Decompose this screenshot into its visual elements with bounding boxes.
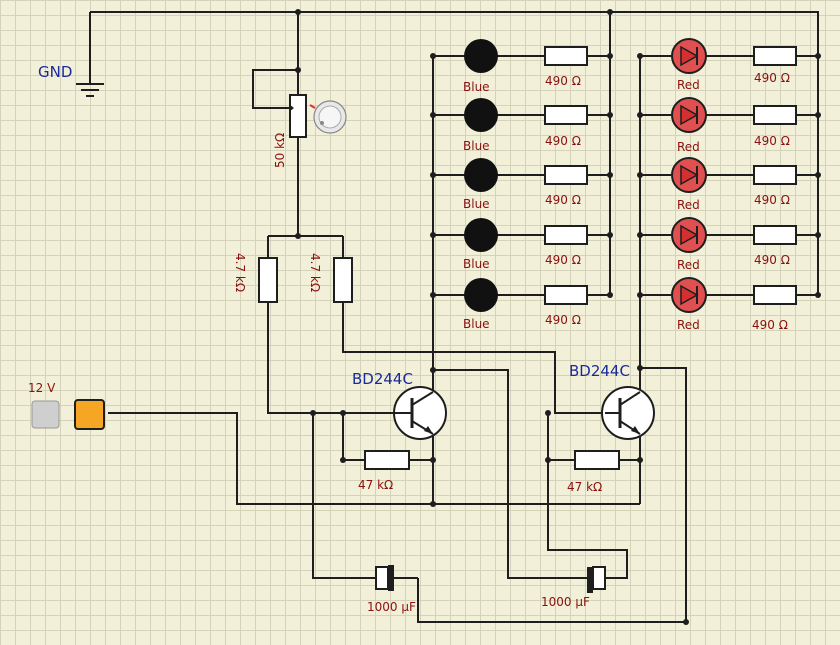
blue-led-label: Blue: [463, 80, 490, 94]
supply-switch-off[interactable]: [31, 400, 60, 429]
blue-led-column: Blue Blue Blue Blue Blue: [463, 39, 498, 331]
blue-resistor-label: 490 Ω: [545, 253, 581, 267]
ground-symbol[interactable]: [76, 78, 104, 97]
resistor-490-blue[interactable]: [544, 225, 588, 245]
blue-led[interactable]: [464, 218, 498, 252]
cap-left-label: 1000 µF: [367, 600, 416, 614]
capacitor-left[interactable]: [358, 565, 418, 591]
resistor-490-blue[interactable]: [544, 105, 588, 125]
red-led-label: Red: [677, 198, 700, 212]
blue-led[interactable]: [464, 278, 498, 312]
red-led[interactable]: [671, 38, 707, 74]
resistor-4k7-left[interactable]: [258, 257, 278, 303]
transistor-left[interactable]: [393, 386, 447, 440]
red-led[interactable]: [671, 217, 707, 253]
resistor-4k7-right[interactable]: [333, 257, 353, 303]
blue-led[interactable]: [464, 158, 498, 192]
resistor-490-red[interactable]: [753, 225, 797, 245]
red-led[interactable]: [671, 157, 707, 193]
pot-label: 50 kΩ: [273, 133, 287, 168]
blue-resistor-label: 490 Ω: [545, 313, 581, 327]
red-led-column: Red Red Red Red Red: [671, 38, 707, 332]
red-led-label: Red: [677, 140, 700, 154]
pot-knob-icon[interactable]: [309, 100, 347, 134]
blue-resistor-label: 490 Ω: [545, 74, 581, 88]
transistor-left-label: BD244C: [352, 370, 413, 388]
resistor-490-blue[interactable]: [544, 46, 588, 66]
capacitor-right[interactable]: [573, 566, 620, 593]
resistor-490-red[interactable]: [753, 46, 797, 66]
resistor-490-blue[interactable]: [544, 285, 588, 305]
resistor-47k-right[interactable]: [574, 450, 620, 470]
red-led[interactable]: [671, 277, 707, 313]
wires: [89, 11, 819, 623]
res47-left-label: 4.7 kΩ: [233, 253, 247, 292]
red-resistor-column: 490 Ω 490 Ω 490 Ω 490 Ω 490 Ω: [752, 46, 797, 332]
red-led[interactable]: [671, 97, 707, 133]
blue-led-label: Blue: [463, 317, 490, 331]
res47-right-label: 4.7 kΩ: [308, 253, 322, 292]
blue-led-label: Blue: [463, 197, 490, 211]
gnd-label: GND: [38, 63, 72, 81]
blue-led-label: Blue: [463, 257, 490, 271]
transistor-right[interactable]: [601, 386, 655, 440]
resistor-490-red[interactable]: [753, 165, 797, 185]
blue-led[interactable]: [464, 98, 498, 132]
resistor-47k-left[interactable]: [364, 450, 410, 470]
red-resistor-label: 490 Ω: [754, 253, 790, 267]
junction-dots: [295, 9, 821, 625]
blue-resistor-label: 490 Ω: [545, 134, 581, 148]
red-resistor-label: 490 Ω: [752, 318, 788, 332]
red-led-label: Red: [677, 318, 700, 332]
potentiometer[interactable]: [283, 94, 347, 138]
transistor-right-label: BD244C: [569, 362, 630, 380]
red-led-label: Red: [677, 78, 700, 92]
cap-right-label: 1000 µF: [541, 595, 590, 609]
res-base-right-label: 47 kΩ: [567, 480, 602, 494]
supply-label: 12 V: [28, 381, 56, 395]
blue-resistor-column: 490 Ω 490 Ω 490 Ω 490 Ω 490 Ω: [544, 46, 588, 327]
blue-led-label: Blue: [463, 139, 490, 153]
resistor-490-red[interactable]: [753, 285, 797, 305]
resistor-490-blue[interactable]: [544, 165, 588, 185]
red-resistor-label: 490 Ω: [754, 193, 790, 207]
supply-switch-on[interactable]: [74, 399, 105, 430]
red-led-label: Red: [677, 258, 700, 272]
resistor-490-red[interactable]: [753, 105, 797, 125]
blue-resistor-label: 490 Ω: [545, 193, 581, 207]
red-resistor-label: 490 Ω: [754, 134, 790, 148]
red-resistor-label: 490 Ω: [754, 71, 790, 85]
blue-led[interactable]: [464, 39, 498, 73]
res-base-left-label: 47 kΩ: [358, 478, 393, 492]
